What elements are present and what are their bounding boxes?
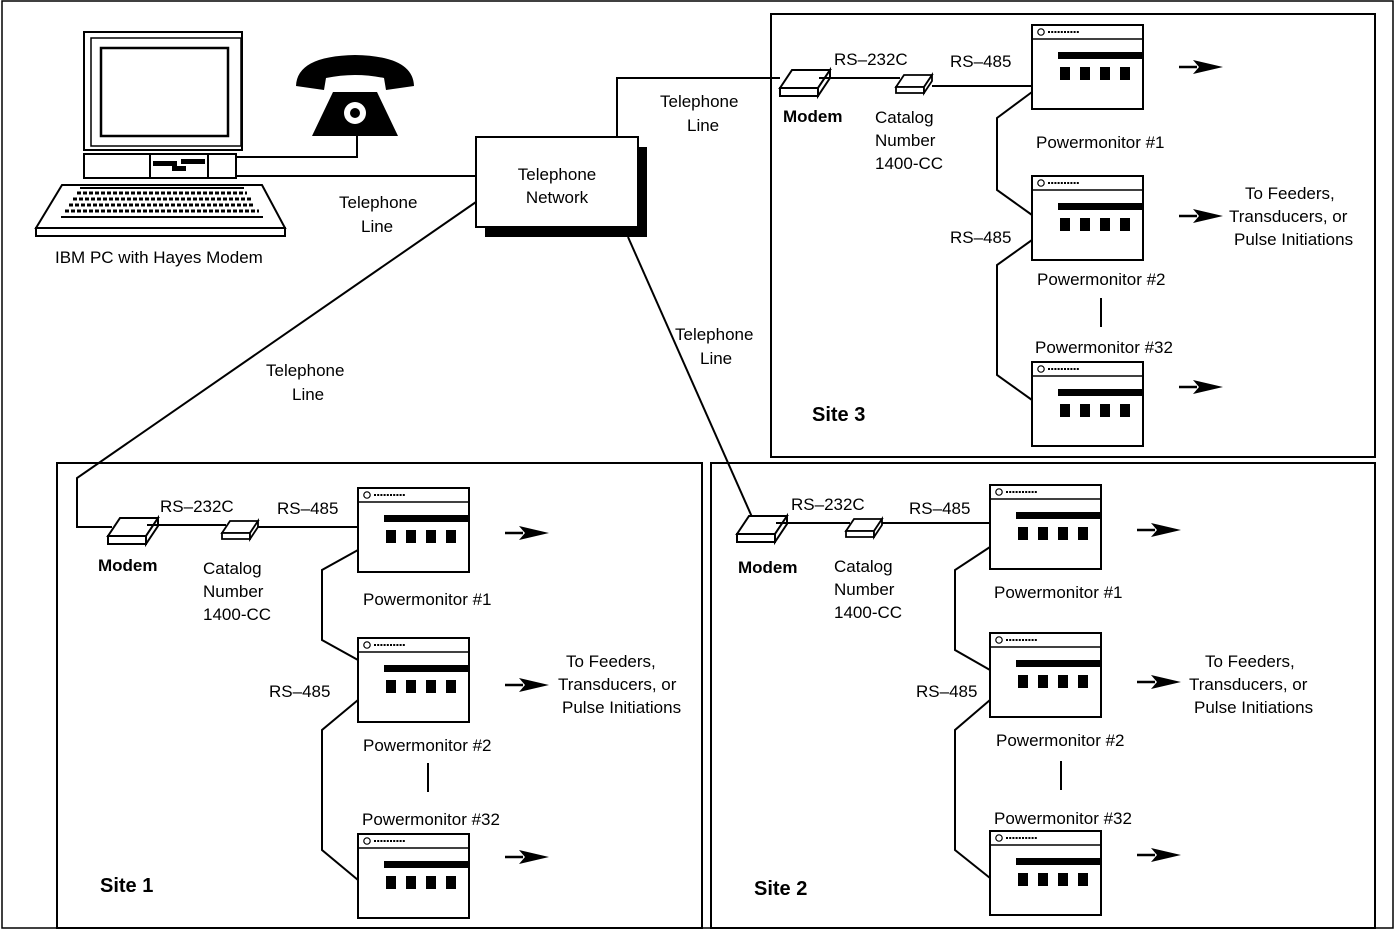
rs485-label: RS–485 <box>950 52 1011 71</box>
powermonitor-label: Powermonitor #32 <box>994 809 1132 828</box>
modem-icon <box>779 69 831 97</box>
feeders-label: Pulse Initiations <box>1194 698 1313 717</box>
arrow-icon <box>1177 378 1225 396</box>
powermonitor-32 <box>357 833 470 919</box>
powermonitor-label: Powermonitor #32 <box>1035 338 1173 357</box>
rs485-bus <box>996 91 1033 216</box>
rs485-bus <box>321 699 359 881</box>
converter-icon <box>845 518 883 538</box>
site-label: Site 2 <box>754 878 807 900</box>
rs485-bus <box>321 549 359 661</box>
powermonitor-1 <box>1031 24 1144 110</box>
pc-label: IBM PC with Hayes Modem <box>55 248 263 267</box>
catalog-label: 1400-CC <box>203 605 271 624</box>
powermonitor-label: Powermonitor #2 <box>1037 270 1166 289</box>
powermonitor-label: Powermonitor #2 <box>363 736 492 755</box>
modem-label: Modem <box>783 107 843 126</box>
telephone-line-site-3 <box>616 77 780 137</box>
powermonitor-label: Powermonitor #1 <box>1036 133 1165 152</box>
modem-icon <box>107 517 159 545</box>
feeders-label: To Feeders, <box>566 652 656 671</box>
site-1: Modem RS–232C RS–485 Catalog Number 1400… <box>98 487 681 919</box>
telephone-line-label: Telephone <box>660 92 738 111</box>
feeders-label: Transducers, or <box>558 675 677 694</box>
powermonitor-2 <box>1031 175 1144 261</box>
rs485-label: RS–485 <box>916 682 977 701</box>
powermonitor-32 <box>1031 361 1144 447</box>
site-label: Site 1 <box>100 875 153 897</box>
rs485-label: RS–485 <box>950 228 1011 247</box>
site-1-box <box>56 462 703 929</box>
modem-label: Modem <box>98 556 158 575</box>
catalog-label: Catalog <box>875 108 934 127</box>
site-3-box <box>770 13 1376 458</box>
telephone-line-label: Line <box>292 385 324 404</box>
telephone-network-box <box>475 136 647 237</box>
arrow-icon <box>1177 58 1225 76</box>
computer-icon <box>34 31 287 237</box>
catalog-label: Catalog <box>834 557 893 576</box>
catalog-label: Catalog <box>203 559 262 578</box>
arrow-icon <box>503 676 551 694</box>
telephone-line-label: Line <box>361 217 393 236</box>
powermonitor-label: Powermonitor #2 <box>996 731 1125 750</box>
site-2-box <box>710 462 1376 929</box>
catalog-label: Number <box>834 580 895 599</box>
arrow-icon <box>503 848 551 866</box>
telephone-icon <box>296 55 414 136</box>
arrow-icon <box>1135 846 1183 864</box>
rs485-label: RS–485 <box>269 682 330 701</box>
telephone-line-label: Telephone <box>675 325 753 344</box>
arrow-icon <box>503 524 551 542</box>
phone-cord <box>236 136 358 158</box>
telephone-line-site-1 <box>76 201 477 528</box>
telephone-line-site-2 <box>627 236 753 518</box>
catalog-label: 1400-CC <box>834 603 902 622</box>
rs232-label: RS–232C <box>834 50 908 69</box>
powermonitor-1 <box>989 484 1102 570</box>
feeders-label: Pulse Initiations <box>562 698 681 717</box>
arrow-icon <box>1135 673 1183 691</box>
converter-icon <box>221 520 259 540</box>
telephone-line-label: Telephone <box>339 193 417 212</box>
feeders-label: To Feeders, <box>1245 184 1335 203</box>
arrow-icon <box>1135 521 1183 539</box>
powermonitor-label: Powermonitor #1 <box>994 583 1123 602</box>
powermonitor-2 <box>989 632 1102 718</box>
site-2: Modem RS–232C RS–485 Catalog Number 1400… <box>736 484 1313 916</box>
powermonitor-1 <box>357 487 470 573</box>
catalog-label: 1400-CC <box>875 154 943 173</box>
powermonitor-label: Powermonitor #1 <box>363 590 492 609</box>
feeders-label: Transducers, or <box>1229 207 1348 226</box>
converter-icon <box>895 74 933 94</box>
rs485-bus <box>996 239 1033 401</box>
site-3: Modem RS–232C RS–485 Catalog Number 1400… <box>779 24 1353 447</box>
powermonitor-label: Powermonitor #32 <box>362 810 500 829</box>
rs485-label: RS–485 <box>909 499 970 518</box>
rs485-bus <box>954 699 991 879</box>
rs232-label: RS–232C <box>160 497 234 516</box>
feeders-label: Transducers, or <box>1189 675 1308 694</box>
modem-label: Modem <box>738 558 798 577</box>
site-label: Site 3 <box>812 404 865 426</box>
telephone-line-label: Line <box>687 116 719 135</box>
powermonitor-32 <box>989 830 1102 916</box>
catalog-label: Number <box>875 131 936 150</box>
feeders-label: Pulse Initiations <box>1234 230 1353 249</box>
telephone-line-label: Line <box>700 349 732 368</box>
arrow-icon <box>1177 207 1225 225</box>
rs485-label: RS–485 <box>277 499 338 518</box>
rs232-label: RS–232C <box>791 495 865 514</box>
feeders-label: To Feeders, <box>1205 652 1295 671</box>
telephone-network-label: Network <box>526 188 589 207</box>
rs485-bus <box>954 546 991 671</box>
telephone-network-label: Telephone <box>518 165 596 184</box>
powermonitor-2 <box>357 637 470 723</box>
catalog-label: Number <box>203 582 264 601</box>
telephone-line-label: Telephone <box>266 361 344 380</box>
modem-icon <box>736 515 788 543</box>
